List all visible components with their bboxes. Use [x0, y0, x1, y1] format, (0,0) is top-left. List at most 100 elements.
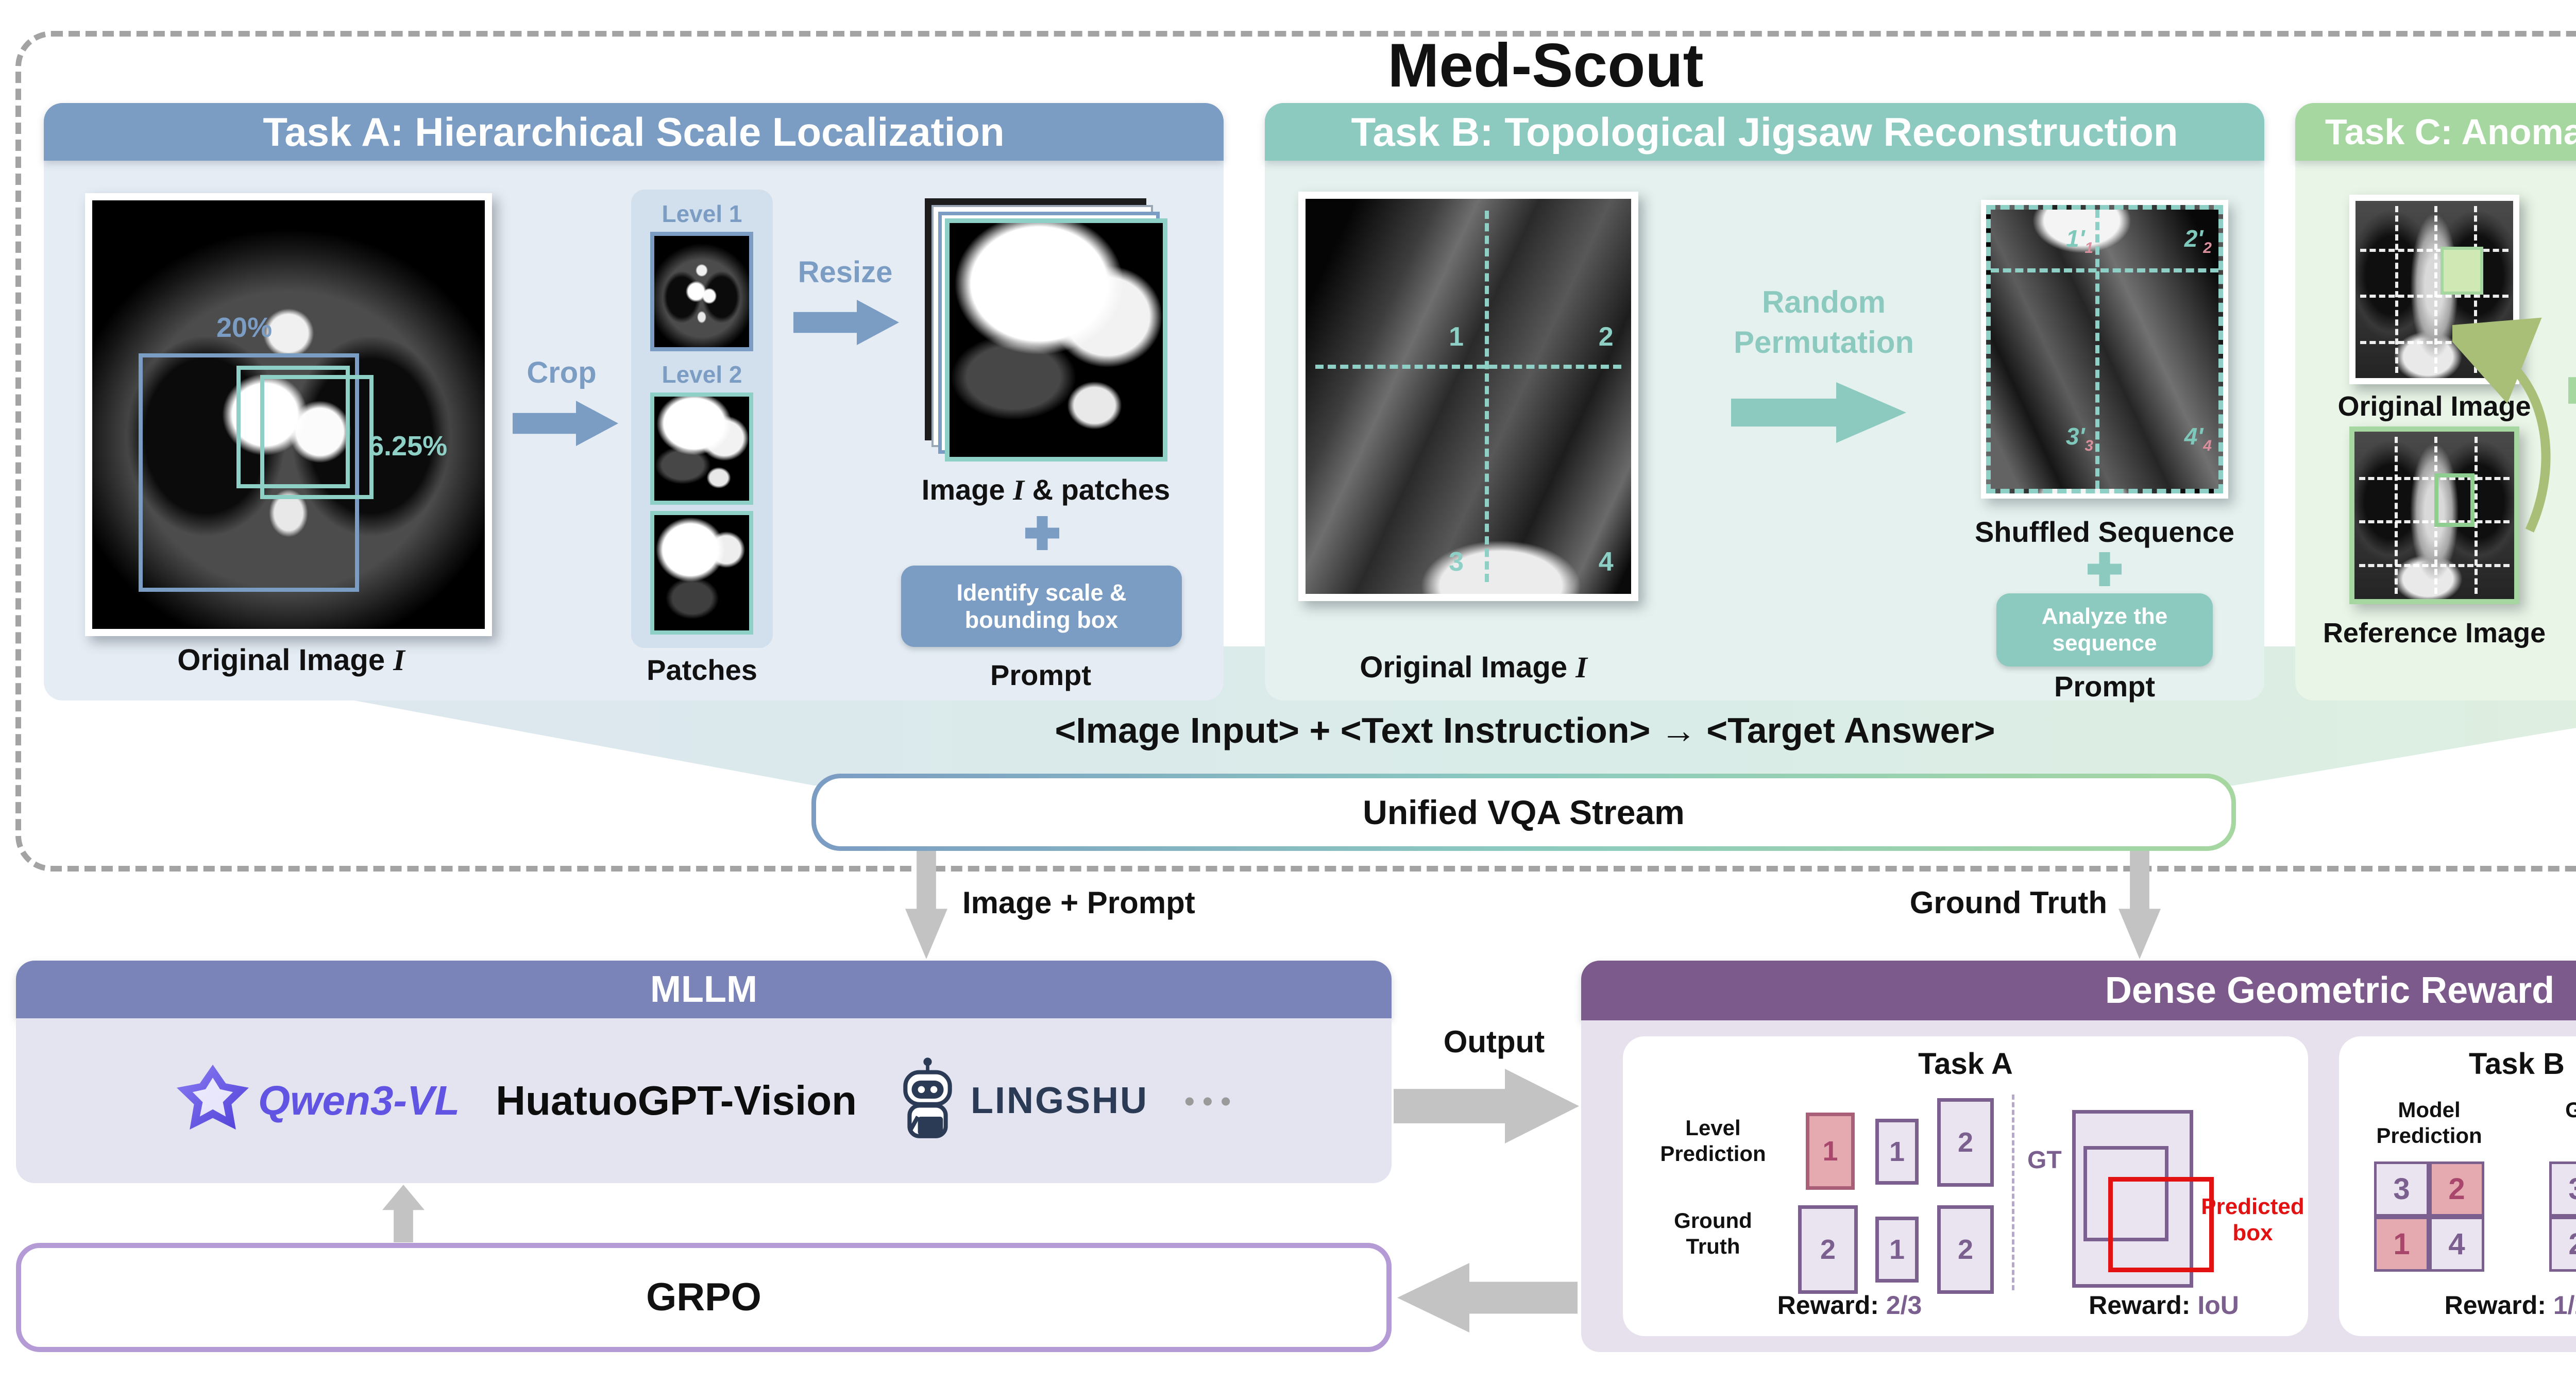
- box-value: 2: [1820, 1234, 1836, 1265]
- level-pred-box-3: 2: [1937, 1098, 1994, 1187]
- patch-level2a: [650, 392, 753, 505]
- task-a-header: Task A: Hierarchical Scale Localization: [44, 103, 1224, 161]
- gt-tag: GT: [2027, 1147, 2062, 1174]
- grid-line: [2359, 563, 2510, 567]
- cell-value: 2: [2568, 1227, 2576, 1261]
- shuffled-tile-1-label: 1'1: [2066, 227, 2093, 257]
- patches-label: Patches: [647, 654, 757, 686]
- predicted-box-outline: [2108, 1177, 2214, 1272]
- stack-caption: Image I & patches: [876, 473, 1216, 507]
- task-b-prompt-pill: Analyze the sequence: [1996, 593, 2213, 667]
- shuffled-tile-2-label: 2'2: [2184, 227, 2212, 257]
- tile-label: 2': [2184, 225, 2204, 252]
- cell-value: 3: [2393, 1172, 2410, 1206]
- reward-label: Reward:: [2089, 1291, 2191, 1320]
- image-symbol: I: [1013, 474, 1024, 506]
- reference-patch-box: [2434, 473, 2475, 527]
- blend-curved-arrow: [2452, 317, 2551, 533]
- predicted-box-label: Predicted box: [2201, 1194, 2304, 1245]
- reward-value: IoU: [2197, 1291, 2239, 1320]
- lingshu-logo-group: LINGSHU: [893, 1057, 1148, 1144]
- figure-title: Med-Scout: [1387, 31, 1704, 100]
- box-value: 2: [1957, 1234, 1974, 1265]
- reward-a-left: Reward: 2/3: [1716, 1290, 1984, 1320]
- tile-label: 3': [2065, 423, 2085, 450]
- mllm-model-lingshu: LINGSHU: [971, 1080, 1148, 1121]
- box-value: 2: [1957, 1127, 1974, 1158]
- mllm-model-qwen: Qwen3-VL: [258, 1078, 460, 1123]
- ground-truth-row-label: Ground Truth: [1674, 1208, 1752, 1259]
- tile-sublabel: 1: [2084, 239, 2094, 257]
- reward-label: Reward:: [2444, 1291, 2546, 1320]
- ground-truth-grid: 3 1 2 4: [2549, 1161, 2576, 1272]
- task-a-image-caption: Original Image I: [106, 643, 477, 677]
- level-gt-box-2: 1: [1875, 1217, 1919, 1283]
- unified-vqa-stream-label: Unified VQA Stream: [816, 778, 2231, 846]
- crop-label: Crop: [527, 356, 597, 389]
- shuffle-vertical-line: [2095, 210, 2100, 489]
- image-prompt-label: Image + Prompt: [962, 885, 1195, 920]
- grid-line: [2360, 248, 2509, 252]
- blended-patch: [2441, 247, 2483, 295]
- tile-label: 4': [2184, 423, 2204, 450]
- output-label: Output: [1443, 1024, 1545, 1059]
- caption-text: & patches: [1032, 473, 1171, 506]
- pred-cell: 4: [2429, 1217, 2484, 1272]
- task-a-ct-image: [85, 193, 492, 636]
- shuffled-image-frame: 1'1 2'2 3'3 4'4: [1981, 200, 2228, 499]
- caption-text: Original Image: [1360, 651, 1568, 684]
- image-stack-front: [945, 218, 1167, 462]
- image-symbol: I: [1575, 651, 1587, 684]
- reward-value: 1/2: [2553, 1291, 2576, 1320]
- task-c-reference-caption: Reference Image: [2323, 618, 2546, 648]
- tile-sublabel: 3: [2084, 437, 2094, 455]
- task-b-prompt-label: Prompt: [2054, 670, 2155, 703]
- tile-sublabel: 4: [2203, 437, 2212, 455]
- scale-box-level2a: [236, 366, 350, 488]
- reward-header: Dense Geometric Reward: [1581, 961, 2576, 1020]
- grpo-box: GRPO: [16, 1243, 1392, 1352]
- lingshu-robot-icon: [903, 1057, 952, 1138]
- image-symbol: I: [393, 643, 405, 677]
- patch-level1: [650, 232, 753, 351]
- model-prediction-grid: 3 2 1 4: [2374, 1161, 2484, 1272]
- task-b-image-caption: Original Image I: [1319, 650, 1628, 685]
- task-c-header: Task C: Anomaly Consistency Detection: [2295, 103, 2576, 161]
- level1-label: Level 1: [662, 200, 742, 227]
- quadrant-3: 3: [1449, 546, 1464, 577]
- patch-level2b: [650, 511, 753, 635]
- task-a-prompt-label: Prompt: [990, 659, 1091, 691]
- shuffled-tile-3-label: 3'3: [2066, 424, 2093, 455]
- dashed-frame: [15, 31, 2576, 872]
- level-prediction-label: Level Prediction: [1660, 1116, 1766, 1166]
- level2-label: Level 2: [662, 361, 742, 388]
- quadrant-1: 1: [1449, 321, 1464, 352]
- grid-line: [2434, 206, 2437, 373]
- box-value: 1: [1822, 1136, 1838, 1167]
- model-prediction-label: Model Prediction: [2376, 1098, 2482, 1148]
- cell-value: 1: [2393, 1227, 2410, 1261]
- grid-line: [2360, 295, 2509, 298]
- cell-value: 3: [2568, 1172, 2576, 1206]
- mllm-more-models: • • •: [1184, 1084, 1231, 1117]
- mllm-body: Qwen3-VL HuatuoGPT-Vision LINGSHU • • •: [16, 1018, 1392, 1183]
- qwen-logo-icon: [177, 1065, 249, 1130]
- caption-text: Original Image: [177, 643, 385, 677]
- mllm-model-huatuo: HuatuoGPT-Vision: [496, 1078, 857, 1123]
- grid-line: [2394, 436, 2398, 594]
- jigsaw-horizontal-line: [1315, 365, 1622, 369]
- reward-b: Reward: 1/2: [2365, 1290, 2576, 1320]
- grid-line: [2395, 206, 2398, 373]
- jigsaw-vertical-line: [1484, 211, 1489, 582]
- tile-sublabel: 2: [2203, 239, 2212, 257]
- gt-cell: 3: [2549, 1161, 2576, 1217]
- reward-task-a-title: Task A: [1918, 1047, 2013, 1081]
- caption-text: Image: [921, 473, 1005, 506]
- quadrant-4: 4: [1598, 546, 1614, 577]
- shuffled-caption: Shuffled Sequence: [1974, 516, 2235, 548]
- gt-outer-box: [2072, 1110, 2193, 1288]
- level-pred-box-2: 1: [1875, 1119, 1919, 1185]
- task-a-prompt-pill: Identify scale & bounding box: [901, 566, 1182, 647]
- level-pred-box-1: 1: [1806, 1113, 1855, 1190]
